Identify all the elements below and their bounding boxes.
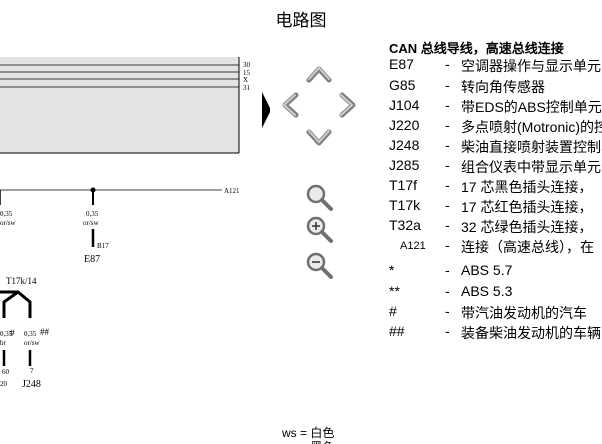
color-item: sw = 黑色: [282, 438, 334, 444]
circuit-diagram: 30 15 X 31 A121 0,35 or/sw 0,35 or/sw B1…: [0, 57, 270, 390]
zoom-in-icon[interactable]: [304, 214, 334, 244]
svg-text:60: 60: [2, 368, 10, 376]
connector-t17k14: T17k/14: [6, 276, 37, 286]
component-e87: E87: [84, 254, 100, 265]
wire-e87-size: 0,35: [86, 210, 99, 218]
page-title: 电路图: [275, 11, 327, 30]
svg-text:##: ##: [40, 327, 50, 337]
relay-panel: [0, 57, 239, 153]
wire-e87-color: or/sw: [83, 219, 100, 227]
chevron-up-icon[interactable]: [304, 60, 334, 90]
page-pointer-icon: [262, 92, 270, 128]
connector-b17: B17: [97, 242, 109, 250]
chevron-right-icon[interactable]: [332, 90, 362, 120]
svg-text:#: #: [10, 328, 15, 338]
svg-text:or/sw: or/sw: [0, 219, 17, 227]
chevron-down-icon[interactable]: [304, 122, 334, 152]
chevron-left-icon[interactable]: [276, 90, 306, 120]
magnifier-icon[interactable]: [304, 182, 334, 212]
bus-30: 30: [243, 61, 251, 69]
component-j248: J248: [22, 379, 41, 390]
legend-panel: CAN 总线导线，高速总线连接 E87-空调器操作与显示单元 G85-转向角传感…: [389, 38, 602, 348]
svg-text:0,35: 0,35: [24, 330, 37, 338]
svg-text:0,35: 0,35: [0, 210, 13, 218]
svg-text:br: br: [0, 339, 7, 347]
svg-text:or/sw: or/sw: [24, 339, 41, 347]
bus-x: X: [243, 76, 248, 84]
bus-31: 31: [243, 84, 251, 92]
svg-text:0,35: 0,35: [0, 330, 13, 338]
color-item: ws = 白色: [282, 426, 335, 440]
legend-title: CAN 总线导线，高速总线连接: [389, 41, 564, 56]
svg-text:20: 20: [0, 380, 8, 388]
svg-text:7: 7: [30, 367, 34, 375]
wire-a121-label: A121: [224, 187, 240, 195]
bus-15: 15: [243, 69, 251, 77]
zoom-out-icon[interactable]: [304, 250, 334, 280]
bus-bars: [0, 64, 239, 88]
wire-color-legend: ws = 白色 sw = 黑色: [282, 424, 402, 444]
